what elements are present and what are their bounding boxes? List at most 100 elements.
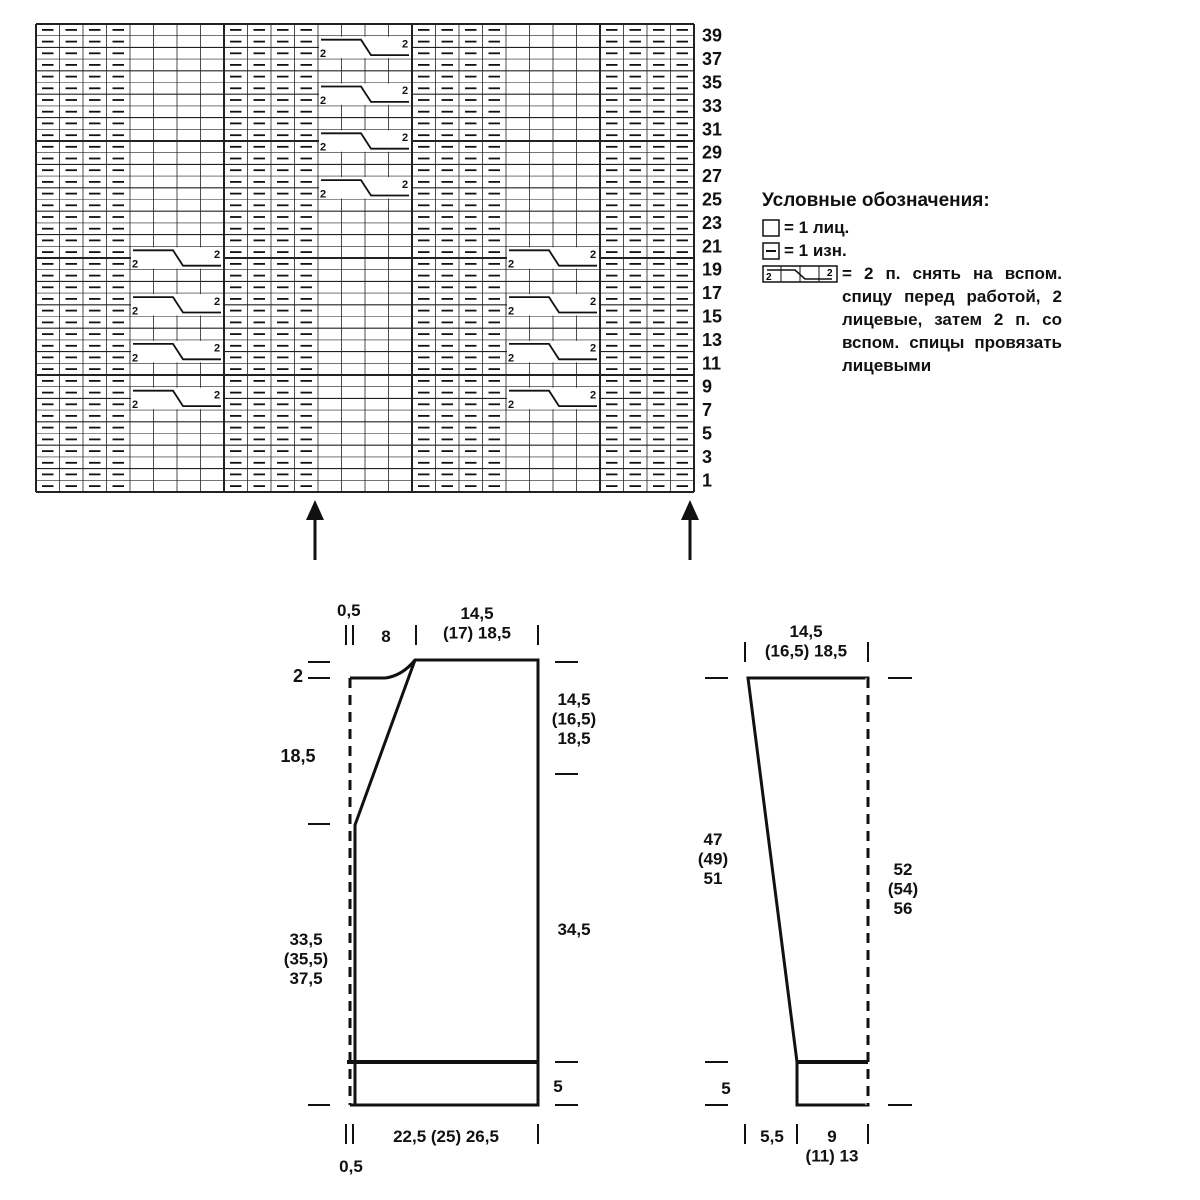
cable-stitch: 22 <box>129 293 225 318</box>
cable-stitch: 22 <box>317 82 413 107</box>
sleeve-outer-height: 52(54)56 <box>888 860 918 918</box>
row-number: 7 <box>702 400 712 420</box>
sleeve-outline <box>746 676 870 1107</box>
cable-stitch: 22 <box>317 35 413 60</box>
row-number: 23 <box>702 213 722 233</box>
row-number: 9 <box>702 377 712 397</box>
cable-stitch: 22 <box>129 386 225 411</box>
legend-knit: = 1 лиц. <box>762 216 1062 239</box>
front-neck-depth: 2 <box>293 666 303 686</box>
row-number: 35 <box>702 73 722 93</box>
cable-stitch: 22 <box>505 339 601 364</box>
repeat-arrow-left <box>306 500 324 560</box>
front-neck-height: 18,5 <box>280 746 315 766</box>
front-bottom-width: 22,5 (25) 26,5 <box>393 1127 499 1146</box>
row-number: 31 <box>702 119 722 139</box>
row-number: 1 <box>702 470 712 490</box>
front-ticks <box>308 625 578 1144</box>
repeat-arrows <box>306 500 699 560</box>
row-number: 15 <box>702 307 722 327</box>
cable-label: 2 <box>320 189 326 201</box>
cable-symbol-icon: 2 2 <box>762 265 838 283</box>
legend-cable-text: = 2 п. снять на вспом. спицу перед работ… <box>842 264 1062 375</box>
row-number: 27 <box>702 166 722 186</box>
front-neck-width: 8 <box>381 627 390 646</box>
legend: Условные обозначения: = 1 лиц. = 1 изн. … <box>762 190 1062 377</box>
cable-label: 2 <box>320 48 326 60</box>
cable-stitch: 22 <box>505 246 601 271</box>
sleeve-inner-height: 47(49)51 <box>698 830 728 888</box>
cable-label: 2 <box>320 142 326 154</box>
chart-cells <box>42 28 688 488</box>
sleeve-bottom-left: 5,5 <box>760 1127 784 1146</box>
front-bottom-left-small: 0,5 <box>339 1157 363 1176</box>
sleeve-ticks <box>705 642 912 1144</box>
sleeve-bottom-width: 9(11) 13 <box>806 1127 859 1166</box>
row-number: 37 <box>702 49 722 69</box>
row-number: 13 <box>702 330 722 350</box>
cable-label: 2 <box>590 296 596 308</box>
row-number: 39 <box>702 26 722 46</box>
cable-label: 2 <box>402 132 408 144</box>
cable-label: 2 <box>402 38 408 50</box>
front-armhole-curve <box>353 659 417 1105</box>
legend-knit-text: = 1 лиц. <box>784 218 850 237</box>
row-number: 19 <box>702 260 722 280</box>
legend-title: Условные обозначения: <box>762 190 990 211</box>
sleeve-schematic: 14,5(16,5) 18,5 47(49)51 52(54)56 5 5,5 … <box>698 622 918 1166</box>
cable-stitch: 22 <box>129 339 225 364</box>
sleeve-rib-height: 5 <box>721 1079 730 1098</box>
cable-label: 2 <box>590 249 596 261</box>
cable-stitch: 22 <box>317 176 413 201</box>
front-body-height-left: 33,5(35,5)37,5 <box>284 930 328 988</box>
cable-label: 2 <box>590 389 596 401</box>
knit-symbol-icon <box>762 219 780 237</box>
cable-label: 2 <box>402 85 408 97</box>
purl-symbol-icon <box>762 242 780 260</box>
cable-stitch: 22 <box>505 293 601 318</box>
cable-label: 2 <box>508 352 514 364</box>
row-number: 3 <box>702 447 712 467</box>
chart-grid <box>35 23 695 493</box>
front-armhole-height: 14,5(16,5)18,5 <box>552 690 596 748</box>
row-number: 11 <box>702 353 721 373</box>
cable-label: 2 <box>508 306 514 318</box>
legend-purl-text: = 1 изн. <box>784 241 847 260</box>
cable-label: 2 <box>214 389 220 401</box>
cable-label: 2 <box>320 95 326 107</box>
cable-label: 2 <box>214 343 220 355</box>
cable-label: 2 <box>402 179 408 191</box>
cable-label: 2 <box>214 296 220 308</box>
front-outline <box>350 658 540 1107</box>
row-number: 5 <box>702 424 712 444</box>
front-schematic: 0,5 8 14,5(17) 18,5 2 18,5 14,5(16,5)18,… <box>280 601 596 1176</box>
row-number: 25 <box>702 190 722 210</box>
repeat-arrow-right <box>681 500 699 560</box>
cable-label: 2 <box>508 399 514 411</box>
row-number: 33 <box>702 96 722 116</box>
cable-label: 2 <box>132 399 138 411</box>
front-body-height-right: 34,5 <box>557 920 590 939</box>
cable-label: 2 <box>132 259 138 271</box>
cable-label: 2 <box>214 249 220 261</box>
cable-label: 2 <box>132 352 138 364</box>
front-rib-height: 5 <box>553 1077 562 1096</box>
cable-label: 2 <box>508 259 514 271</box>
cable-label: 2 <box>132 306 138 318</box>
cable-symbol-label-left: 2 <box>766 272 772 283</box>
cable-stitch: 22 <box>505 386 601 411</box>
cable-symbol-label-right: 2 <box>827 268 833 279</box>
front-shoulder-width: 14,5(17) 18,5 <box>443 604 511 643</box>
legend-purl: = 1 изн. <box>762 239 1062 262</box>
cable-stitch: 22 <box>129 246 225 271</box>
legend-cable: 2 2 = 2 п. снять на вспом. спицу перед р… <box>762 262 1062 377</box>
row-number: 21 <box>702 236 722 256</box>
sleeve-top-width: 14,5(16,5) 18,5 <box>765 622 847 661</box>
front-top-left-small: 0,5 <box>337 601 361 620</box>
cable-label: 2 <box>590 343 596 355</box>
row-number: 17 <box>702 283 722 303</box>
